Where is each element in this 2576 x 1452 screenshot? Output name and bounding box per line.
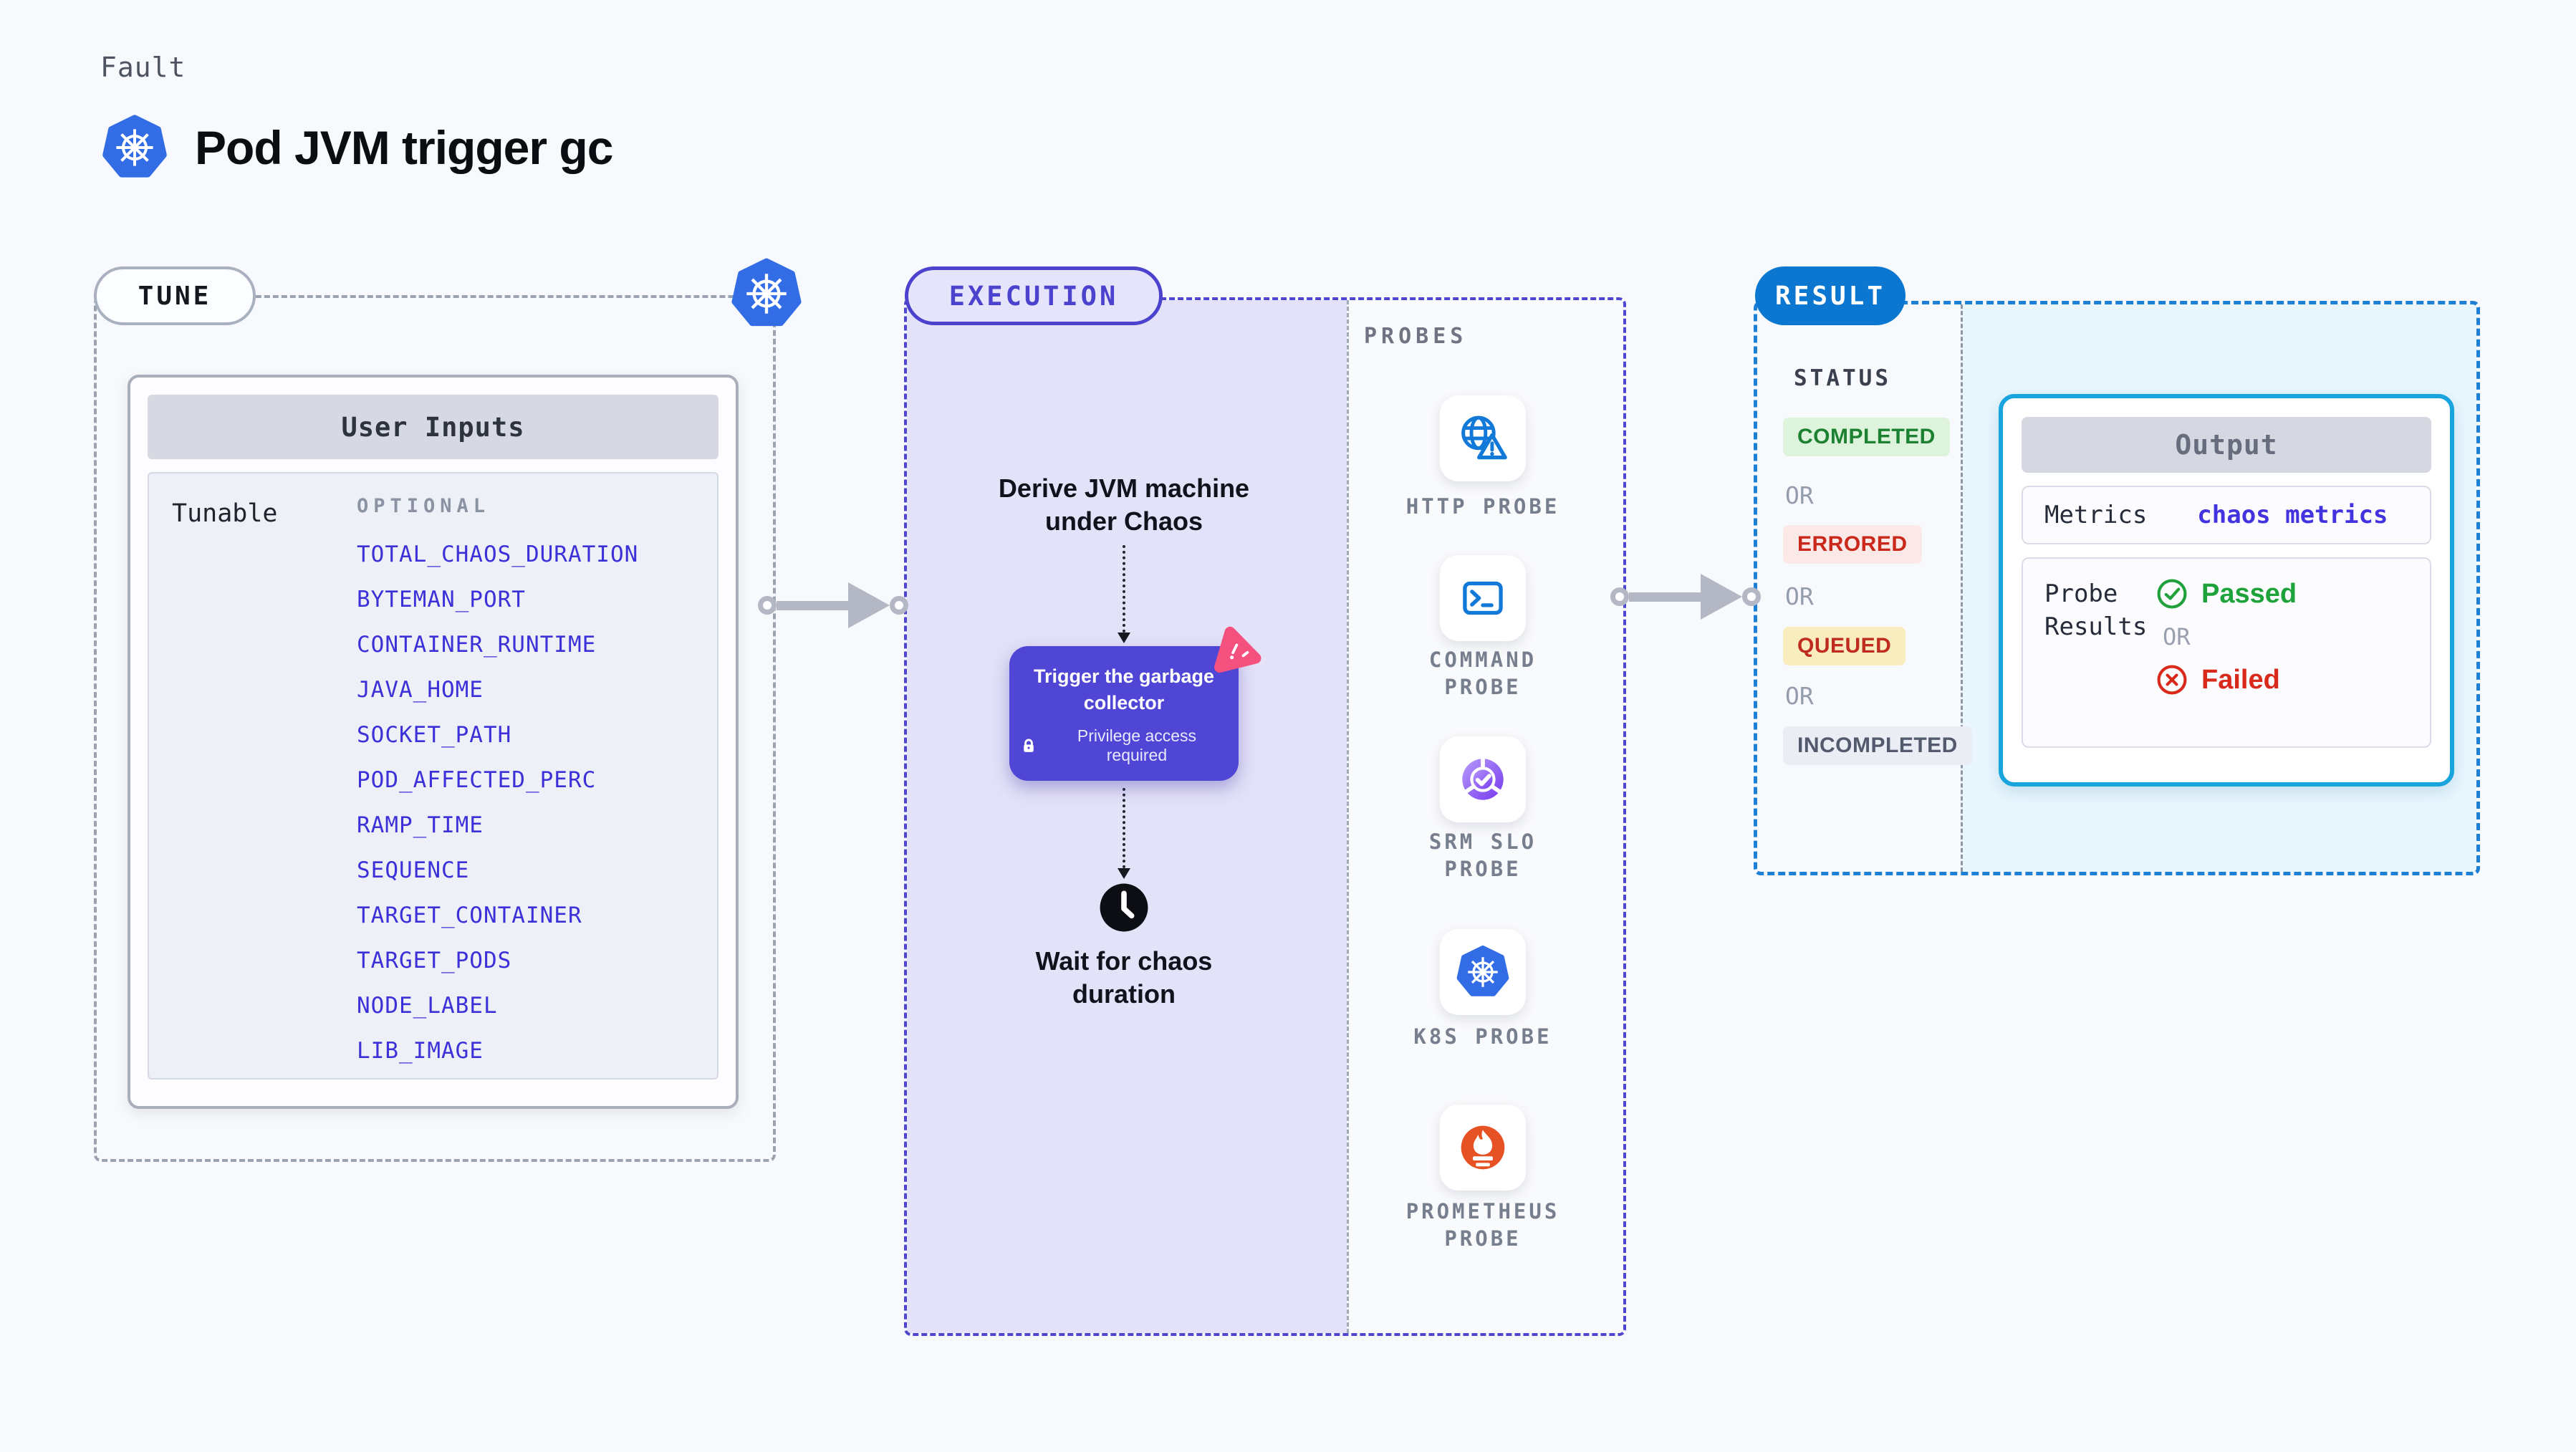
tunable-link[interactable]: POD_AFFECTED_PERC [357,767,597,793]
status-badge-incompleted: INCOMPLETED [1783,726,1972,765]
optional-group-label: OPTIONAL [357,495,491,517]
dotted-connector [1123,788,1125,868]
execution-section [904,297,1626,1336]
tunable-link[interactable]: SEQUENCE [357,857,470,883]
slo-gauge-icon [1453,750,1512,809]
tunable-link[interactable]: TOTAL_CHAOS_DURATION [357,542,639,567]
execution-badge: EXECUTION [905,266,1163,325]
tunable-link[interactable]: LIB_IMAGE [357,1038,484,1064]
page-title: Pod JVM trigger gc [100,113,613,182]
execution-steps: Derive JVM machine under Chaos Trigger t… [904,300,1344,1336]
connector-dot [890,596,908,615]
kubernetes-icon [729,256,804,331]
metrics-row: Metrics chaos metrics [2022,486,2431,544]
passed-result: Passed [2156,577,2297,610]
status-badge-queued: QUEUED [1783,627,1906,665]
terminal-icon [1456,571,1510,625]
srm-slo-probe-label: SRM SLO PROBE [1428,830,1537,881]
tunable-row-label: Tunable [172,499,278,528]
or-separator: OR [1785,481,1814,509]
tunable-link[interactable]: TARGET_CONTAINER [357,903,582,928]
metrics-label: Metrics [2044,501,2148,529]
tunable-link[interactable]: BYTEMAN_PORT [357,587,526,612]
probe-results-values: Passed OR Failed [2156,559,2297,746]
or-separator: OR [2163,623,2191,650]
dotted-connector [1123,545,1125,633]
probe-results-label: Probe Results [2044,580,2148,641]
arrow-line [777,600,848,610]
trigger-gc-node: Trigger the garbage collector Privilege … [1009,646,1239,781]
down-arrow-icon [1118,633,1130,643]
tune-badge: TUNE [94,266,256,325]
probes-panel-label: PROBES [1364,324,1468,349]
arrow-head [1701,574,1742,620]
or-separator: OR [1785,682,1814,710]
failed-result: Failed [2156,663,2297,696]
http-probe-card [1440,395,1526,481]
status-heading: STATUS [1794,365,1891,391]
prometheus-icon [1461,1125,1505,1170]
connector-dot [1610,587,1629,606]
srm-slo-probe-card [1440,736,1526,822]
trigger-gc-title: Trigger the garbage collector [1033,665,1215,713]
arrow-head [848,582,890,628]
probe-results-row: Probe Results Passed OR Failed [2022,557,2431,748]
page-title-text: Pod JVM trigger gc [195,121,613,174]
flow-arrow-execution-to-result [1610,574,1761,620]
failed-label: Failed [2201,664,2280,695]
flow-arrow-tune-to-execution [758,582,908,628]
fault-kicker: Fault [100,52,186,83]
globe-alert-icon [1456,411,1510,466]
metrics-value: chaos metrics [2197,501,2388,529]
http-probe-label: HTTP PROBE [1405,494,1560,519]
tunables-panel: Tunable OPTIONAL TOTAL_CHAOS_DURATION BY… [148,472,719,1080]
user-inputs-card: User Inputs Tunable OPTIONAL TOTAL_CHAOS… [128,375,739,1109]
tunable-link[interactable]: CONTAINER_RUNTIME [357,632,597,658]
prometheus-probe-label: PROMETHEUS PROBE [1405,1199,1560,1251]
output-header: Output [2022,417,2431,473]
k8s-probe-card [1440,929,1526,1015]
result-badge: RESULT [1755,266,1905,325]
tunable-link[interactable]: SOCKET_PATH [357,722,512,748]
x-circle-icon [2156,663,2188,696]
connector-dot [1742,587,1761,606]
clock-icon [1097,880,1151,935]
check-circle-icon [2156,577,2188,610]
tunable-link[interactable]: RAMP_TIME [357,812,484,838]
prometheus-probe-card [1440,1105,1526,1191]
user-inputs-header: User Inputs [148,395,719,459]
lock-icon [1022,739,1035,754]
kubernetes-icon [100,113,169,182]
privilege-note-text: Privilege access required [1077,726,1197,764]
passed-label: Passed [2201,578,2297,609]
tunable-link[interactable]: TARGET_PODS [357,948,512,973]
tunable-link[interactable]: JAVA_HOME [357,677,484,703]
tune-section [94,295,776,1162]
tunable-list: OPTIONAL TOTAL_CHAOS_DURATION BYTEMAN_PO… [357,495,638,1082]
command-probe-card [1440,555,1526,641]
kubernetes-icon [1455,944,1511,1000]
tunable-link[interactable]: NODE_LABEL [357,993,498,1019]
step-derive-label: Derive JVM machine under Chaos [998,473,1250,536]
privilege-note: Privilege access required [1019,726,1229,765]
down-arrow-icon [1118,868,1130,879]
output-card: Output Metrics chaos metrics Probe Resul… [1999,394,2454,787]
status-badge-errored: ERRORED [1783,525,1922,564]
or-separator: OR [1785,582,1814,610]
execution-flow-area [907,300,1347,1333]
command-probe-label: COMMAND PROBE [1428,648,1537,699]
status-badge-completed: COMPLETED [1783,418,1950,456]
connector-dot [758,596,777,615]
arrow-line [1629,592,1701,602]
k8s-probe-label: K8S PROBE [1413,1024,1552,1049]
wait-duration-label: Wait for chaos duration [1035,946,1213,1009]
